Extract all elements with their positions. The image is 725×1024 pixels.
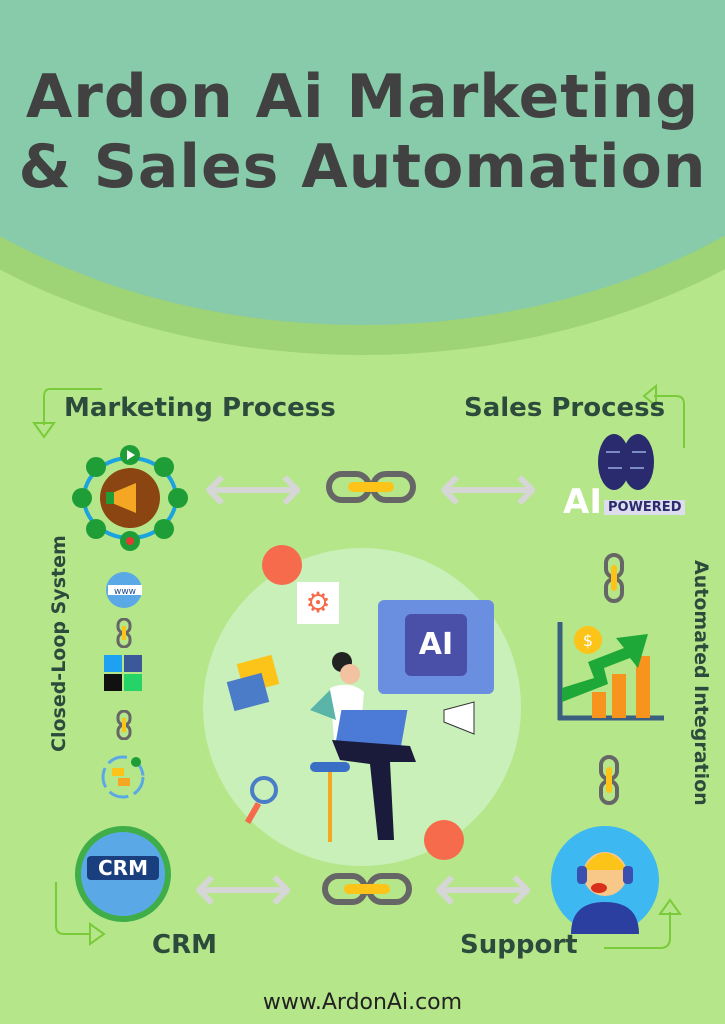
support-label: Support [460, 930, 578, 960]
dollar-icon: $ [583, 631, 593, 650]
whatsapp-icon [124, 674, 142, 691]
ai-chip-label: AI [405, 614, 467, 676]
ai-powered-logo-text: POWERED [604, 500, 686, 515]
facebook-icon [124, 655, 142, 672]
crm-label: CRM [152, 930, 217, 960]
marketing-process-label: Marketing Process [64, 393, 336, 423]
flow-arrow-icon [604, 898, 682, 949]
woman-with-laptop-illustration [310, 652, 416, 842]
chain-link-icon [116, 618, 132, 648]
ai-chip-icon: AI [378, 600, 494, 694]
globe-www-icon: www [106, 572, 142, 608]
chain-link-icon [322, 873, 412, 905]
title-line-1: Ardon Ai Marketing [25, 62, 700, 132]
search-magnifier-icon [244, 776, 278, 825]
clock-icon [262, 545, 302, 585]
chain-link-icon [116, 710, 132, 740]
automated-integration-label: Automated Integration [690, 560, 712, 806]
closed-loop-label: Closed-Loop System [48, 535, 70, 752]
megaphone-icon [443, 701, 475, 735]
flow-arrow-icon [32, 388, 102, 439]
chain-link-icon [599, 755, 619, 805]
www-text: www [114, 587, 136, 597]
instagram-icon [104, 674, 122, 691]
header-cap [0, 0, 725, 325]
image-gallery-icon [226, 655, 280, 712]
brain-icon [598, 434, 654, 490]
workflow-cycle-icon [101, 755, 145, 799]
clock-icon [424, 820, 464, 860]
ai-powered-logo: AI [563, 482, 602, 522]
bidirectional-arrow-icon: ⟷ [438, 447, 539, 529]
crm-badge: CRM [87, 856, 159, 880]
flow-arrow-icon [642, 383, 685, 448]
growth-chart-icon: $ [557, 622, 664, 721]
social-media-icons [104, 655, 142, 691]
bidirectional-arrow-icon: ⟷ [193, 847, 294, 929]
title-line-2: & Sales Automation [18, 132, 707, 202]
gear-icon: ⚙ [297, 582, 339, 624]
bidirectional-arrow-icon: ⟷ [203, 447, 304, 529]
support-agent-icon [551, 826, 659, 934]
sales-process-label: Sales Process [464, 393, 666, 423]
page-title: Ardon Ai Marketing & Sales Automation [0, 62, 725, 202]
crm-icon: CRM [75, 826, 171, 922]
footer-website-link[interactable]: www.ArdonAi.com [262, 990, 463, 1015]
bidirectional-arrow-icon: ⟷ [433, 847, 534, 929]
marketing-wheel-icon [72, 445, 188, 551]
twitter-icon [104, 655, 122, 672]
chain-link-icon [604, 553, 624, 603]
chain-link-icon [326, 471, 416, 503]
header-background [0, 0, 725, 355]
flow-arrow-icon [55, 882, 106, 946]
